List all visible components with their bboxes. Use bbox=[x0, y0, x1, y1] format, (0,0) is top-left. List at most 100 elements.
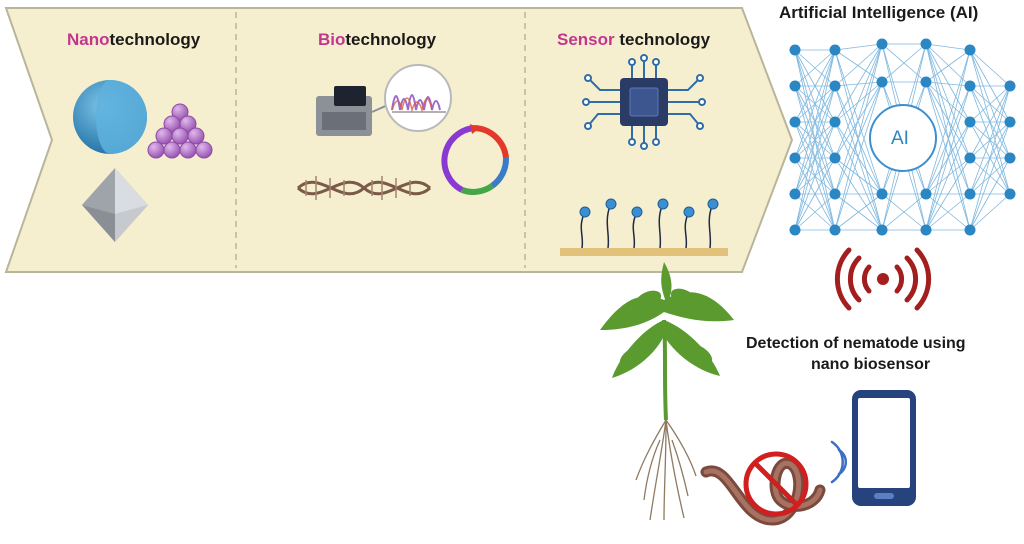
network-edge bbox=[794, 193, 836, 231]
network-node bbox=[964, 116, 976, 128]
panel-title-nanotechnology: Nanotechnology bbox=[67, 30, 200, 50]
network-edge bbox=[834, 81, 883, 87]
network-node bbox=[1004, 116, 1016, 128]
plant-icon bbox=[600, 262, 734, 521]
roots bbox=[635, 419, 697, 521]
network-node bbox=[1004, 188, 1016, 200]
panel-title-suffix: technology bbox=[345, 30, 437, 49]
network-node bbox=[789, 224, 801, 236]
nematode-icon bbox=[700, 457, 826, 526]
panel-title-biotechnology: Biotechnology bbox=[318, 30, 436, 50]
network-edge bbox=[925, 85, 971, 231]
smartphone-icon bbox=[852, 390, 916, 506]
network-edge bbox=[834, 193, 883, 231]
network-edge bbox=[834, 121, 883, 195]
network-node bbox=[964, 80, 976, 92]
signal-icon bbox=[834, 247, 932, 311]
network-edge bbox=[969, 85, 1011, 123]
network-edge bbox=[794, 49, 836, 231]
network-edge bbox=[794, 85, 836, 231]
dna-helix-icon bbox=[296, 176, 432, 200]
network-edge bbox=[925, 81, 971, 159]
network-edge bbox=[925, 43, 971, 87]
network-node bbox=[876, 76, 888, 88]
ai-node-label: AI bbox=[891, 128, 909, 149]
network-edge bbox=[925, 43, 971, 195]
network-node bbox=[876, 188, 888, 200]
network-edge bbox=[794, 121, 836, 231]
network-node bbox=[829, 44, 841, 56]
network-node bbox=[964, 44, 976, 56]
prohibition-icon bbox=[743, 451, 809, 517]
network-edge bbox=[925, 121, 971, 231]
network-edge bbox=[794, 49, 836, 159]
network-node bbox=[829, 224, 841, 236]
network-edge bbox=[794, 49, 836, 123]
network-edge bbox=[834, 43, 883, 159]
network-edge bbox=[925, 193, 971, 231]
network-edge bbox=[834, 43, 883, 87]
detection-caption-line1: Detection of nematode using bbox=[746, 335, 966, 352]
network-edge bbox=[925, 81, 971, 231]
network-node bbox=[789, 80, 801, 92]
network-edge bbox=[969, 121, 1011, 231]
network-edge bbox=[834, 43, 883, 51]
detection-caption-line2: nano biosensor bbox=[811, 356, 931, 373]
network-edge bbox=[925, 49, 971, 231]
network-edge bbox=[925, 81, 971, 195]
network-node bbox=[964, 224, 976, 236]
biosensor-surface-icon bbox=[560, 198, 728, 256]
panel-title-suffix: technology bbox=[109, 30, 201, 49]
network-node bbox=[876, 224, 888, 236]
network-node bbox=[789, 44, 801, 56]
panel-title-prefix: Nano bbox=[67, 30, 110, 49]
ai-node bbox=[869, 104, 937, 172]
plasmid-icon bbox=[441, 124, 509, 195]
chip-icon bbox=[582, 54, 706, 150]
network-edge bbox=[969, 193, 1011, 231]
network-edge bbox=[881, 193, 927, 231]
network-edge bbox=[794, 49, 836, 87]
network-edge bbox=[834, 81, 883, 231]
panel-title-prefix: Bio bbox=[318, 30, 346, 49]
network-edge bbox=[834, 43, 883, 123]
chromatogram-icon bbox=[384, 64, 452, 132]
network-edge bbox=[834, 49, 883, 195]
network-edge bbox=[881, 43, 927, 83]
network-node bbox=[1004, 80, 1016, 92]
ai-title: Artificial Intelligence (AI) bbox=[779, 3, 979, 22]
network-node bbox=[964, 188, 976, 200]
panel-title-suffix: technology bbox=[614, 30, 711, 49]
process-arrow bbox=[4, 7, 794, 273]
network-node bbox=[876, 38, 888, 50]
network-edge bbox=[969, 49, 1011, 87]
network-edge bbox=[834, 43, 883, 231]
network-node bbox=[789, 188, 801, 200]
network-edge bbox=[969, 85, 1011, 195]
neural-network-icon bbox=[789, 38, 1016, 236]
network-node bbox=[789, 116, 801, 128]
network-edge bbox=[925, 157, 971, 231]
network-edge bbox=[969, 157, 1011, 231]
sequencer-icon bbox=[316, 86, 391, 136]
network-node bbox=[920, 224, 932, 236]
network-edge bbox=[969, 85, 1011, 231]
network-node bbox=[920, 38, 932, 50]
wireless-icon bbox=[830, 440, 848, 484]
network-node bbox=[829, 188, 841, 200]
network-node bbox=[920, 188, 932, 200]
network-edge bbox=[834, 85, 883, 195]
octahedron-icon bbox=[82, 168, 148, 242]
network-node bbox=[829, 80, 841, 92]
network-edge bbox=[925, 81, 971, 123]
sphere-icon bbox=[73, 80, 147, 154]
panel-title-prefix: Sensor bbox=[557, 30, 615, 49]
nanoparticle-cluster-icon bbox=[147, 103, 213, 159]
network-node bbox=[829, 116, 841, 128]
network-node bbox=[920, 76, 932, 88]
network-edge bbox=[969, 85, 1011, 159]
network-edge bbox=[925, 49, 971, 83]
network-node bbox=[789, 152, 801, 164]
network-edge bbox=[925, 81, 971, 87]
